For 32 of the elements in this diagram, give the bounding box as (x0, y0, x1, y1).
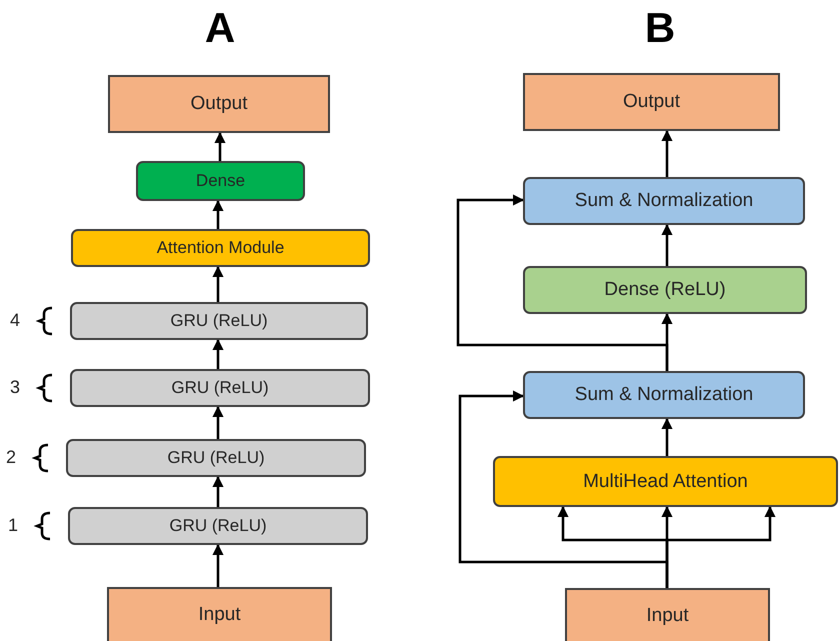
arrow (212, 338, 224, 369)
panel-letter: B (644, 4, 676, 52)
arrow (661, 418, 673, 456)
layer-number: 1 (8, 515, 18, 536)
layer-number: 3 (10, 377, 20, 398)
layer-box: Dense (ReLU) (523, 266, 807, 314)
arrow (212, 406, 224, 439)
arrow (661, 130, 673, 177)
arrow (661, 224, 673, 266)
layer-box: Sum & Normalization (523, 371, 805, 419)
layer-box: GRU (ReLU) (70, 302, 368, 340)
arrow (212, 544, 224, 587)
layer-box: Input (565, 588, 770, 641)
arrow (458, 390, 668, 588)
layer-number: 4 (10, 310, 20, 331)
layer-box: GRU (ReLU) (68, 507, 368, 545)
layer-box: Dense (136, 161, 305, 201)
arrow (212, 200, 224, 229)
layer-box: Output (523, 73, 780, 131)
layer-box: Input (107, 587, 332, 641)
layer-box: Attention Module (71, 229, 370, 267)
arrow (456, 194, 668, 371)
layer-box: GRU (ReLU) (70, 369, 370, 407)
layer-number: 2 (6, 447, 16, 468)
layer-box: GRU (ReLU) (66, 439, 366, 477)
panel-letter: A (204, 4, 236, 52)
layer-box: Output (108, 75, 330, 133)
arrow (212, 266, 224, 302)
layer-box: Sum & Normalization (523, 177, 805, 225)
arrow (214, 132, 226, 161)
arrow (212, 476, 224, 507)
layer-box: MultiHead Attention (493, 456, 838, 507)
